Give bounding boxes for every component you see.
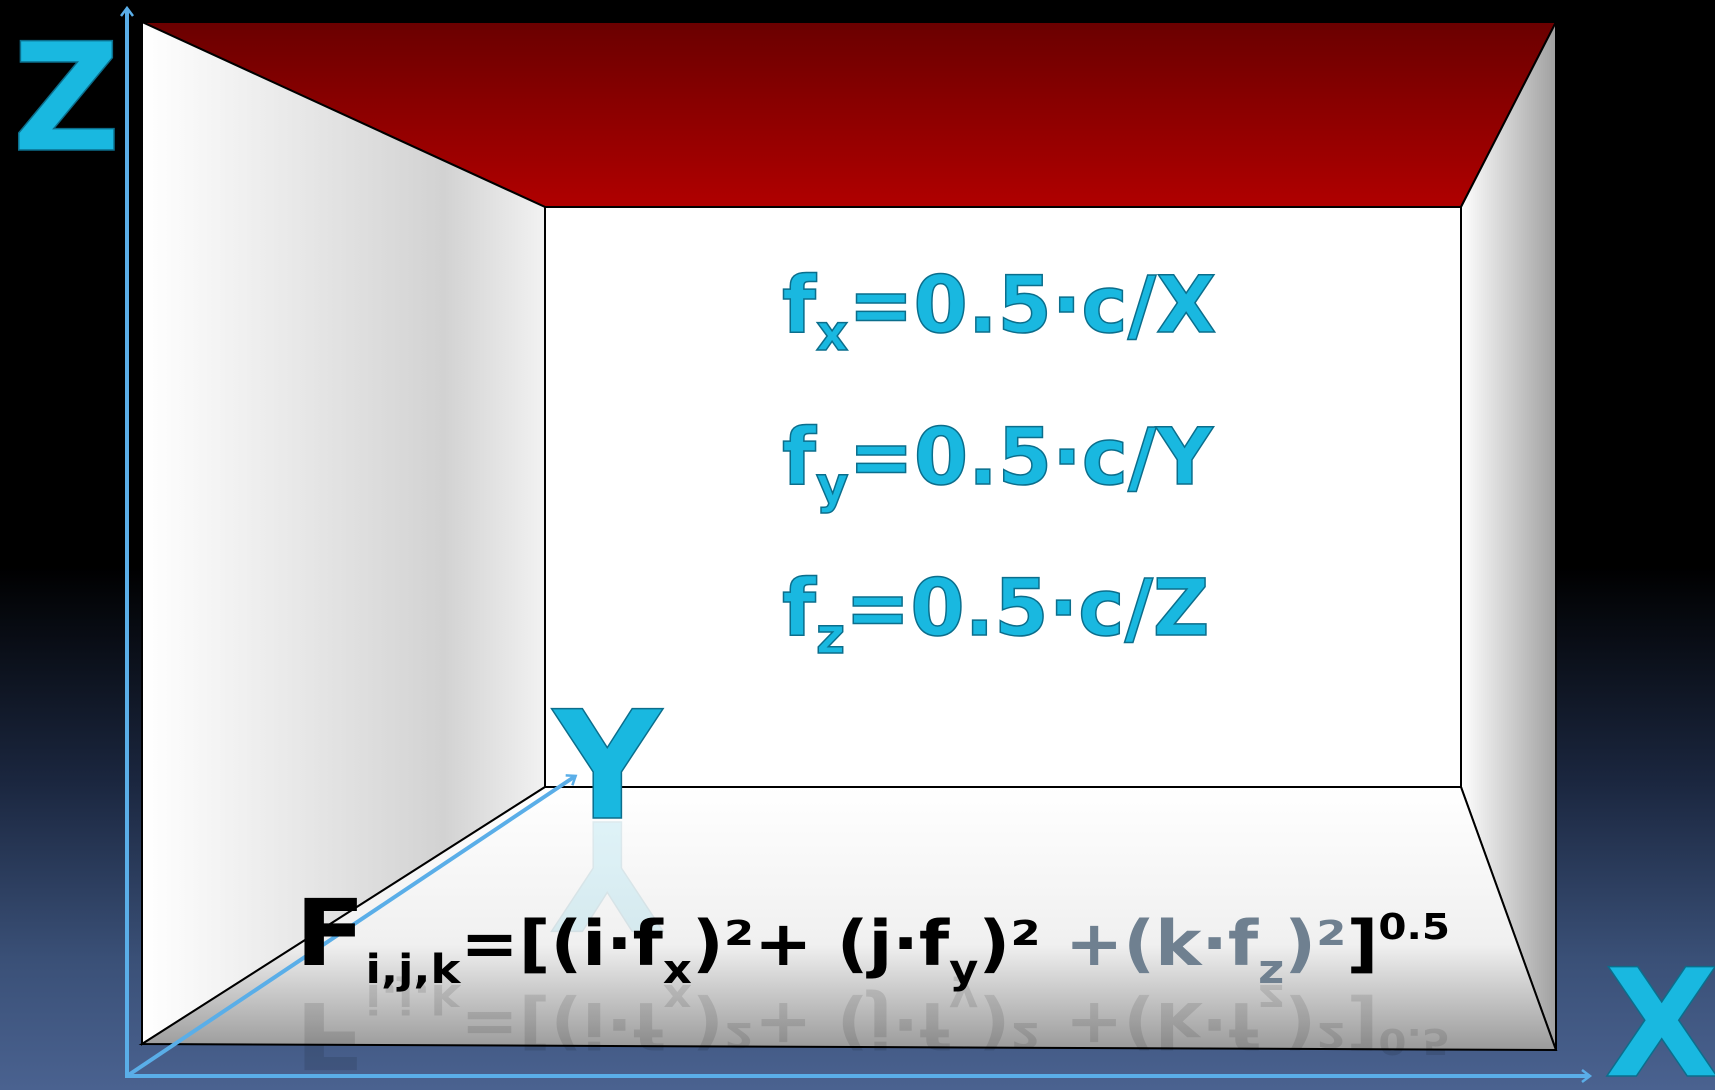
y-label-reflection: Y [550,785,665,961]
freq-equation-z: fz=0.5·c/Z [782,564,1210,665]
y-axis-label: Y [551,680,664,854]
back-wall [544,206,1462,788]
freq-equation-y: fy=0.5·c/Y [782,413,1214,514]
y-axis-line [125,774,578,1078]
z-axis-label: Z [12,12,121,186]
freq-equation-x: fx=0.5·c/X [782,261,1216,362]
svg-text:Y: Y [551,786,664,960]
x-axis-label: X [1604,938,1715,1090]
svg-text:Fi,j,k=[(i·fx)²+ (j·fy)² +(k·f: Fi,j,k=[(i·fx)²+ (j·fy)² +(k·fz)²]0.5 [295,975,1450,1088]
